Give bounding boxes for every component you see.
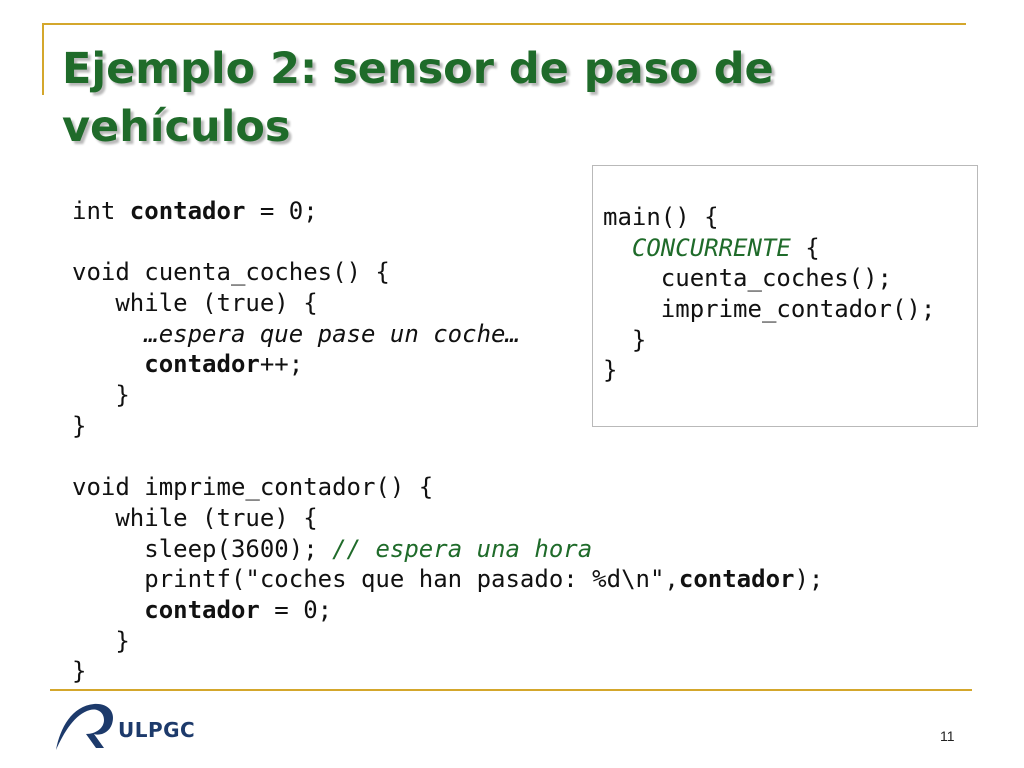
code-box-line: imprime_contador();	[603, 294, 936, 325]
code-token: …espera que pase un coche…	[144, 319, 520, 348]
code-token: = 0;	[245, 197, 318, 225]
code-token: printf("coches que han pasado: %d\n",	[72, 565, 679, 594]
footer-rule	[50, 689, 972, 691]
ulpgc-logo-icon	[56, 703, 114, 750]
code-box-line: }	[603, 355, 935, 386]
code-token: sleep(3600);	[72, 534, 333, 563]
code-token: void imprime_contador() {	[72, 473, 434, 502]
code-line: int contador = 0;	[72, 196, 823, 227]
code-box-line: cuenta_coches();	[603, 263, 935, 294]
code-line: }	[72, 626, 823, 657]
title-frame-left-rule	[42, 23, 44, 95]
code-token: while (true) {	[72, 503, 318, 532]
code-token: }	[72, 626, 130, 655]
code-token: void cuenta_coches() {	[72, 258, 390, 287]
code-line: while (true) {	[72, 503, 823, 534]
logo-text: ULPGC	[118, 718, 196, 742]
code-token: contador	[678, 565, 795, 594]
code-token: contador	[144, 595, 260, 624]
code-block-main-function: main() { CONCURRENTE { cuenta_coches(); …	[603, 202, 935, 386]
code-token: {	[790, 233, 820, 262]
code-token: imprime_contador();	[603, 295, 936, 324]
code-token: }	[72, 657, 87, 686]
code-token	[603, 234, 632, 262]
code-token: }	[72, 381, 130, 410]
code-line: contador++;	[72, 349, 823, 380]
code-line: }	[72, 656, 823, 687]
code-token	[72, 596, 144, 624]
code-token: // espera una hora	[332, 534, 593, 563]
code-line: contador = 0;	[72, 595, 823, 626]
code-line: sleep(3600); // espera una hora	[72, 534, 823, 565]
title-frame-top-rule	[42, 23, 966, 25]
code-line: void imprime_contador() {	[72, 472, 823, 503]
page-number: 11	[940, 728, 955, 744]
code-line: void cuenta_coches() {	[72, 257, 823, 288]
main-code-box: main() { CONCURRENTE { cuenta_coches(); …	[592, 165, 978, 427]
code-line: }	[72, 380, 823, 411]
code-line: }	[72, 411, 823, 442]
code-token: cuenta_coches();	[603, 264, 892, 293]
ulpgc-logo: ULPGC	[50, 698, 210, 754]
code-line: …espera que pase un coche…	[72, 319, 823, 350]
code-token: int	[72, 197, 130, 225]
code-block-main: int contador = 0; void cuenta_coches() {…	[72, 196, 823, 687]
code-box-line: main() {	[603, 202, 935, 233]
code-line: while (true) {	[72, 288, 823, 319]
code-token: }	[72, 411, 87, 440]
code-token: contador	[129, 197, 246, 225]
code-box-line: CONCURRENTE {	[603, 233, 935, 264]
code-box-line: }	[603, 325, 935, 356]
code-token	[72, 350, 144, 378]
slide-title: Ejemplo 2: sensor de paso de vehículos	[62, 44, 774, 152]
code-token: contador	[144, 350, 260, 379]
code-token: ++;	[259, 350, 304, 379]
code-token: }	[603, 325, 647, 354]
code-line	[72, 442, 823, 473]
code-token: = 0;	[259, 595, 333, 624]
code-line: printf("coches que han pasado: %d\n",con…	[72, 564, 823, 595]
code-token: while (true) {	[72, 289, 318, 318]
code-token: }	[603, 356, 618, 385]
code-token: main() {	[603, 203, 719, 231]
code-token	[72, 320, 144, 348]
code-token: );	[794, 565, 824, 594]
code-token: CONCURRENTE	[631, 233, 791, 262]
